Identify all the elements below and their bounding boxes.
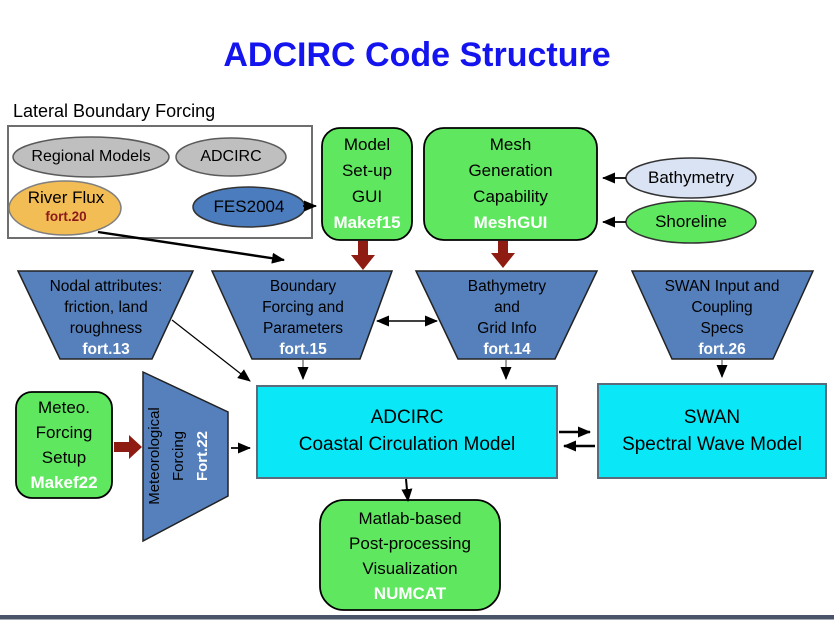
arrow-makef22-to-fort22 — [114, 435, 142, 459]
arrow-adcirc-to-numcat — [401, 478, 413, 502]
fort14-trapezoid — [414, 270, 599, 360]
fort26-tag: fort.26 — [698, 341, 746, 358]
fort22-label: Meteorological Forcing Fort.22 — [143, 371, 221, 541]
fort14-tag: fort.14 — [483, 341, 531, 358]
fort14-label: Bathymetry and Grid Info fort.14 — [426, 276, 588, 360]
footer-bar — [0, 615, 834, 620]
numcat-tag: NUMCAT — [373, 584, 447, 603]
lateral-boundary-label: Lateral Boundary Forcing — [13, 101, 216, 121]
makef15-tag: Makef15 — [333, 213, 401, 232]
meteo-setup-label: Meteo. Forcing Setup Makef22 — [16, 395, 112, 495]
adcirc-model-label: ADCIRC Coastal Circulation Model — [298, 407, 516, 455]
model-setup-gui-label: Model Set-up GUI Makef15 — [322, 132, 412, 236]
arrow-meshgui-to-fort14 — [491, 241, 515, 268]
mesh-generation-box — [423, 127, 598, 241]
fort26-label: SWAN Input and Coupling Specs fort.26 — [641, 276, 803, 360]
adcirc-source-label: ADCIRC — [200, 148, 262, 165]
meteo-setup-box — [15, 391, 113, 499]
fort15-tag: fort.15 — [279, 341, 327, 358]
model-setup-gui-box — [321, 127, 413, 241]
adcirc-model-box — [256, 385, 558, 479]
fort15-label: Boundary Forcing and Parameters fort.15 — [222, 276, 384, 360]
mesh-generation-label: Mesh Generation Capability MeshGUI — [424, 132, 597, 236]
meshgui-tag: MeshGUI — [473, 213, 548, 232]
fort15-trapezoid — [210, 270, 394, 360]
swan-model-box — [597, 383, 827, 479]
adcirc-source-ellipse — [175, 137, 287, 177]
fes2004-label: FES2004 — [213, 197, 285, 216]
swan-model-label: SWAN Spectral Wave Model — [622, 407, 802, 455]
arrow-fort13-to-adcirc — [171, 319, 251, 382]
makef22-tag: Makef22 — [30, 473, 98, 492]
arrow-riverflux-to-fort15 — [97, 230, 285, 264]
post-processing-label: Matlab-based Post-processing Visualizati… — [320, 506, 500, 606]
fort13-label: Nodal attributes: friction, land roughne… — [25, 276, 187, 360]
regional-models-label: Regional Models — [31, 148, 151, 165]
fort26-trapezoid — [630, 270, 815, 360]
page-title: ADCIRC Code Structure — [223, 36, 611, 74]
fort22-trapezoid — [142, 370, 229, 543]
bathymetry-label: Bathymetry — [648, 168, 734, 187]
fort13-trapezoid — [16, 270, 195, 360]
fort22-tag: Fort.22 — [194, 431, 211, 482]
fort13-tag: fort.13 — [82, 341, 130, 358]
regional-models-ellipse — [12, 136, 170, 178]
arrow-makef15-to-fort15 — [351, 241, 375, 270]
shoreline-label: Shoreline — [655, 212, 727, 231]
river-flux-file-label: fort.20 — [45, 209, 87, 224]
river-flux-label: River Flux fort.20 — [10, 188, 122, 225]
river-flux-ellipse — [8, 180, 122, 236]
